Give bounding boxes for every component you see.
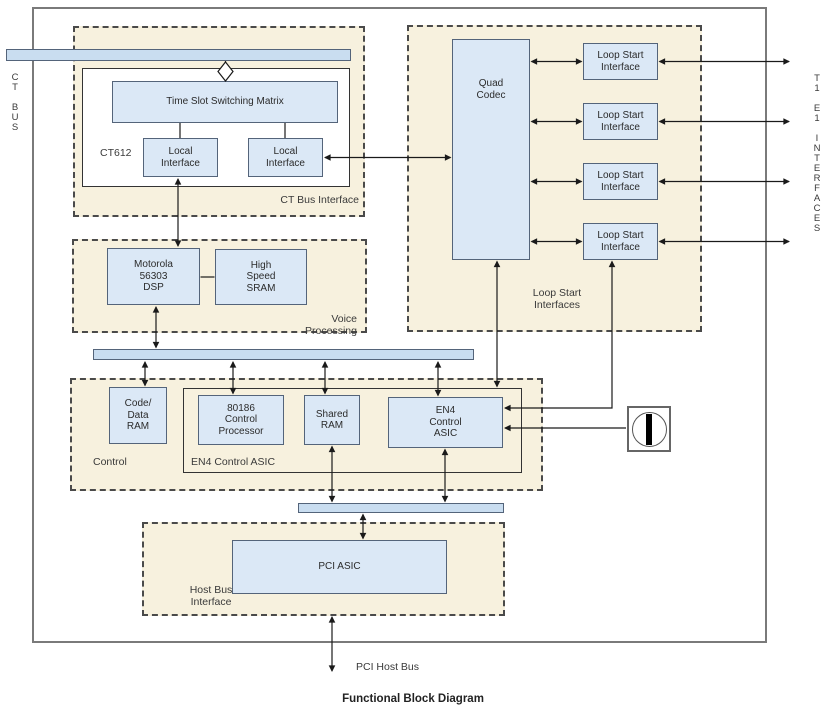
en4-control-asic-group-outline — [183, 388, 522, 473]
pci-host-bus-label: PCI Host Bus — [356, 661, 420, 673]
block-local-interface-left: Local Interface — [143, 138, 218, 177]
block-code-data-ram: Code/ Data RAM — [109, 387, 167, 444]
block-high-speed-sram: High Speed SRAM — [215, 249, 307, 305]
block-loop-start-interface-4: Loop Start Interface — [583, 223, 658, 260]
block-pci-asic: PCI ASIC — [232, 540, 447, 594]
diagram-frame — [32, 7, 767, 643]
control-bus-bar — [93, 349, 474, 360]
control-label: Control — [93, 456, 127, 468]
diagram-title: Functional Block Diagram — [342, 693, 484, 705]
block-en4-control-asic: EN4 Control ASIC — [388, 397, 503, 448]
voice-processing-label: Voice Processing — [305, 313, 357, 337]
block-local-interface-right: Local Interface — [248, 138, 323, 177]
ct612-label: CT612 — [100, 147, 132, 159]
host-bus-interface-label: Host Bus Interface — [189, 584, 233, 608]
oscillator-circle — [631, 411, 667, 447]
block-time-slot-switching-matrix: Time Slot Switching Matrix — [112, 81, 338, 123]
ct-bus-interface-label: CT Bus Interface — [280, 194, 359, 206]
block-shared-ram: Shared RAM — [304, 395, 360, 445]
loop-start-interfaces-label: Loop Start Interfaces — [532, 287, 582, 311]
block-quad-codec: Quad Codec — [452, 39, 530, 260]
ct-bus-vertical-label: C T B U S — [11, 72, 19, 133]
oscillator-bar — [646, 413, 652, 445]
block-loop-start-interface-1: Loop Start Interface — [583, 43, 658, 80]
pci-bus-bar — [298, 503, 504, 513]
block-80186-control-processor: 80186 Control Processor — [198, 395, 284, 445]
en4-control-asic-group-label: EN4 Control ASIC — [191, 456, 276, 468]
oscillator-icon — [627, 406, 671, 452]
ct-bus-bar — [6, 49, 351, 61]
t1-e1-interfaces-vertical-label: T 1 E 1 I N T E R F A C E S — [813, 73, 821, 234]
block-motorola-dsp: Motorola 56303 DSP — [107, 248, 200, 305]
block-loop-start-interface-2: Loop Start Interface — [583, 103, 658, 140]
block-loop-start-interface-3: Loop Start Interface — [583, 163, 658, 200]
